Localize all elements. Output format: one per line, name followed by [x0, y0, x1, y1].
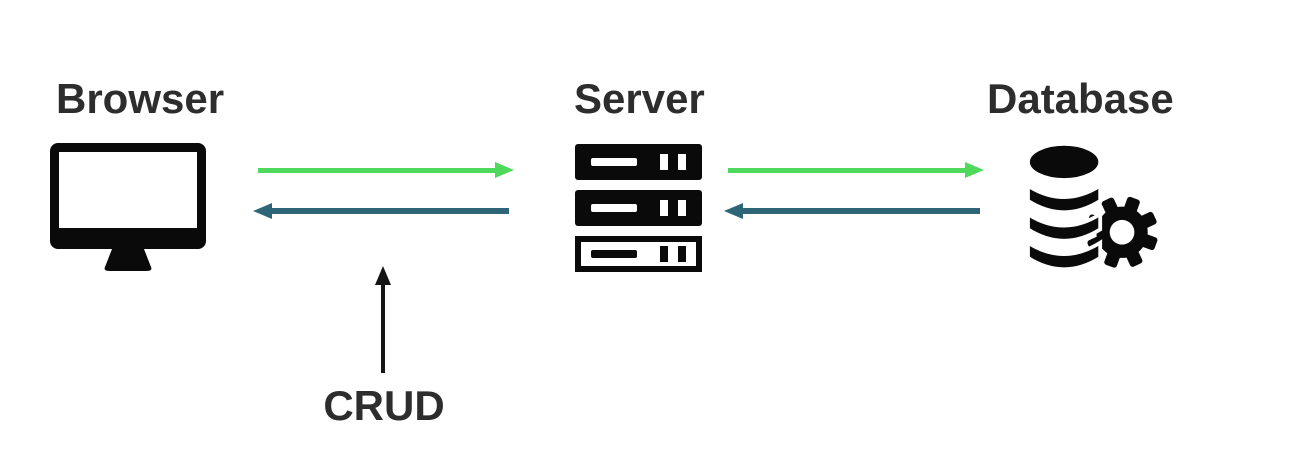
monitor-icon	[50, 143, 206, 271]
arrow-head-right	[965, 162, 984, 178]
database-gear-icon	[1028, 142, 1161, 275]
crud-label: CRUD	[323, 382, 445, 429]
arrow-head-left	[253, 203, 272, 219]
arrow-shaft	[258, 167, 500, 173]
crud-arrow	[374, 266, 392, 373]
arrow-head-left	[724, 203, 743, 219]
arrow-shaft	[728, 167, 970, 173]
database-label: Database	[987, 75, 1174, 122]
server-label: Server	[574, 75, 705, 122]
arrow-shaft	[267, 208, 509, 214]
edge-server-to-browser-arrow	[253, 203, 509, 219]
arrow-shaft	[738, 208, 980, 214]
edge-database-to-server-arrow	[724, 203, 980, 219]
edge-server-to-database-arrow	[728, 162, 984, 178]
browser-label: Browser	[56, 75, 225, 122]
arrow-head-up	[375, 266, 391, 285]
server-rack-icon	[575, 144, 702, 272]
edge-browser-to-server-arrow	[258, 162, 514, 178]
arrow-shaft	[381, 282, 385, 373]
arrow-head-right	[495, 162, 514, 178]
